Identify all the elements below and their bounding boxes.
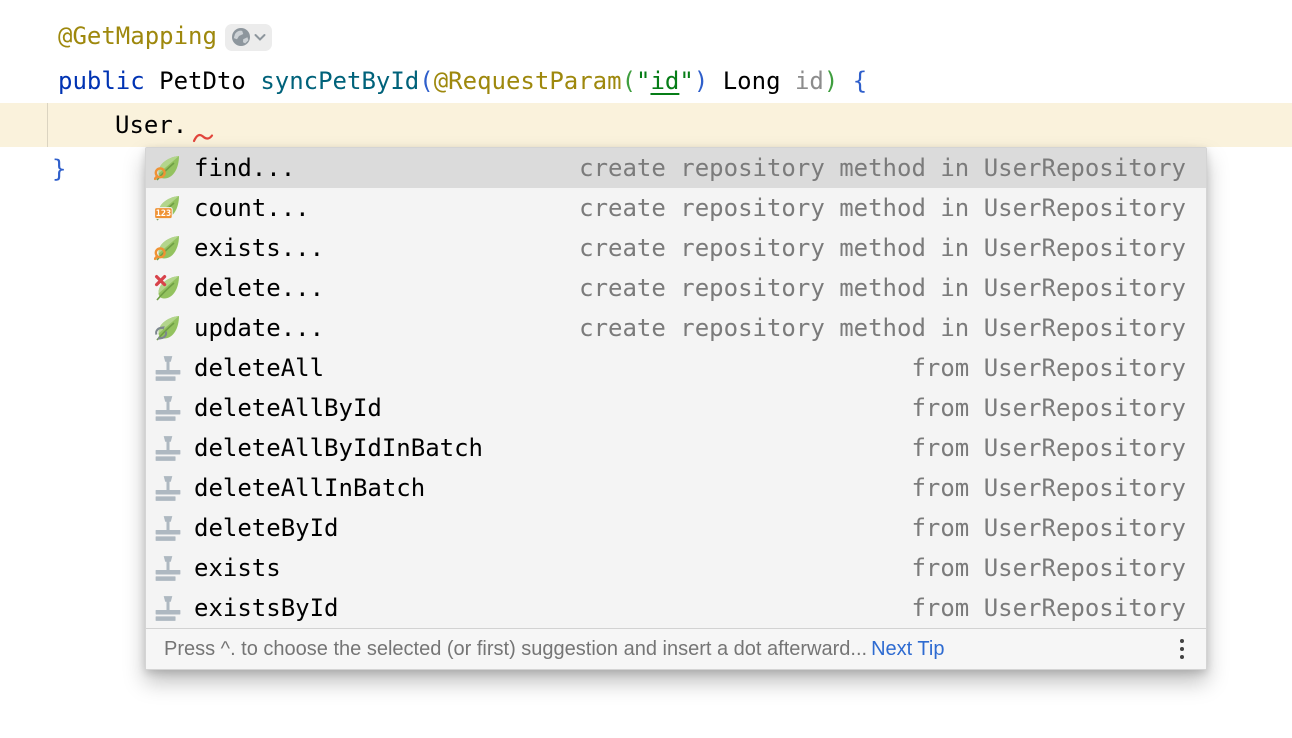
completion-item-hint: create repository method in UserReposito… [579,234,1186,262]
error-caret-squiggle [192,128,214,147]
completion-item-hint: from UserRepository [911,354,1186,382]
completion-item-hint: from UserRepository [911,394,1186,422]
completion-item-deleteById[interactable]: deleteById from UserRepository [146,508,1206,548]
code-line-annotation: @GetMapping [58,14,1292,58]
completion-item-hint: from UserRepository [911,514,1186,542]
token-paren: ) [693,67,723,95]
code-line-user-expression: User. [115,103,1292,147]
code-line-close-brace: } [52,147,1292,191]
completion-item-label: update... [194,314,325,342]
next-tip-link[interactable]: Next Tip [871,637,945,660]
completion-item-hint: from UserRepository [911,594,1186,622]
completion-item-find[interactable]: find... create repository method in User… [146,148,1206,188]
token-quote: " [679,67,694,95]
token-close-brace: } [52,155,67,183]
completion-item-exists[interactable]: exists from UserRepository [146,548,1206,588]
token-param-id: id [794,67,824,95]
completion-item-label: deleteAllByIdInBatch [194,434,483,462]
kebab-menu-icon[interactable] [1174,633,1190,665]
method-icon [155,436,181,461]
completion-item-hint: from UserRepository [911,554,1186,582]
completion-item-label: exists... [194,234,325,262]
token-annotation-requestparam: @RequestParam [433,67,622,95]
completion-item-label: deleteAllById [194,394,382,422]
spring-delete-icon [155,275,180,301]
completion-item-hint: from UserRepository [911,434,1186,462]
completion-item-delete-template[interactable]: delete... create repository method in Us… [146,268,1206,308]
spring-count-icon: 123 [154,195,180,221]
completion-item-count[interactable]: 123 count... create repository method in… [146,188,1206,228]
method-icon [155,356,181,381]
token-type-long: Long [722,67,795,95]
url-mapping-action-pill[interactable] [224,23,272,51]
annotation-getmapping: @GetMapping [58,22,217,50]
token-method-name: syncPetById [260,67,420,95]
footer-tip-text: Press ^. to choose the selected (or firs… [164,637,868,660]
completion-item-label: existsById [194,594,339,622]
method-icon [155,556,181,581]
caret-row-highlight [0,103,1292,147]
completion-item-label: count... [194,194,310,222]
completion-popup: find... create repository method in User… [145,147,1207,670]
code-line-signature: public PetDto syncPetById(@RequestParam(… [58,59,1292,103]
chevron-down-icon [254,33,266,41]
completion-item-deleteAllByIdInBatch[interactable]: deleteAllByIdInBatch from UserRepository [146,428,1206,468]
token-string-id: id [650,67,680,95]
token-open-brace: { [852,67,868,95]
completion-item-deleteAllInBatch[interactable]: deleteAllInBatch from UserRepository [146,468,1206,508]
spring-search-icon [154,155,180,181]
completion-item-label: find... [194,154,296,182]
token-paren: ) [823,67,853,95]
completion-item-existsById[interactable]: existsById from UserRepository [146,588,1206,628]
method-icon [155,476,181,501]
completion-item-update-template[interactable]: update... create repository method in Us… [146,308,1206,348]
method-icon [155,516,181,541]
token-paren: ( [419,67,434,95]
token-user-dot: User. [115,111,188,139]
method-icon [155,596,181,621]
completion-item-label: deleteAllInBatch [194,474,426,502]
completion-item-deleteAllById[interactable]: deleteAllById from UserRepository [146,388,1206,428]
method-icon [155,396,181,421]
completion-item-label: delete... [194,274,325,302]
count-badge-label: 123 [156,209,171,219]
completion-footer: Press ^. to choose the selected (or firs… [146,628,1206,669]
token-quote: " [636,67,651,95]
completion-item-hint: create repository method in UserReposito… [579,314,1186,342]
completion-item-exists-template[interactable]: exists... create repository method in Us… [146,228,1206,268]
completion-item-label: deleteById [194,514,339,542]
globe-icon [231,28,250,46]
completion-item-hint: create repository method in UserReposito… [579,274,1186,302]
completion-item-hint: from UserRepository [911,474,1186,502]
spring-search-icon [154,235,180,261]
completion-item-label: deleteAll [194,354,325,382]
token-paren: ( [621,67,637,95]
gutter-separator [47,103,48,147]
completion-item-hint: create repository method in UserReposito… [579,194,1186,222]
completion-item-hint: create repository method in UserReposito… [579,154,1186,182]
completion-item-deleteAll[interactable]: deleteAll from UserRepository [146,348,1206,388]
token-keyword-public: public [58,67,160,95]
token-return-type: PetDto [159,67,261,95]
spring-update-icon [155,315,180,341]
completion-item-label: exists [194,554,281,582]
